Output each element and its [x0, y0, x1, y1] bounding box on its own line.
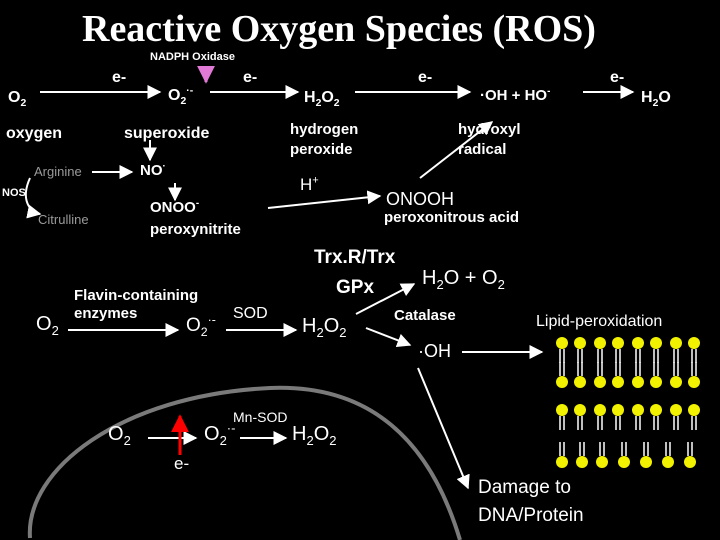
- lipid-head: [594, 376, 606, 388]
- formula-water-oxygen: H2O + O2: [422, 267, 505, 292]
- label-damage-dna-protein: Damage to: [478, 477, 571, 498]
- formula-superoxide: O2·-: [168, 85, 194, 108]
- arrow-onooh-oh: [419, 121, 494, 179]
- arrow-oh-dna: [417, 367, 470, 490]
- lipid-head: [688, 337, 700, 349]
- label-flavin-enzymes: enzymes: [74, 305, 138, 322]
- formula-oh-radical-cytosol: ·OH: [418, 341, 451, 361]
- lipid-head: [640, 456, 652, 468]
- formula-no: NO·: [140, 161, 166, 179]
- lipid-head: [574, 376, 586, 388]
- label-mn-sod: Mn-SOD: [233, 409, 288, 425]
- formula-h2o2-cytosol: H2O2: [302, 315, 347, 340]
- formula-superoxide-cytosol: O2·-: [186, 312, 216, 339]
- lipid-head: [650, 376, 662, 388]
- lipid-head: [612, 376, 624, 388]
- formula-o2: O2: [8, 89, 27, 110]
- lipid-head: [632, 404, 644, 416]
- lipid-bilayer: [556, 337, 700, 468]
- label-hydrogen-peroxide: peroxide: [290, 141, 353, 158]
- lipid-head: [556, 404, 568, 416]
- formula-onoo: ONOO-: [150, 198, 200, 216]
- page-title: Reactive Oxygen Species (ROS): [82, 8, 596, 50]
- lipid-head: [556, 337, 568, 349]
- formula-onooh: ONOOH: [386, 189, 455, 209]
- lipid-head: [650, 404, 662, 416]
- lipid-head: [596, 456, 608, 468]
- lipid-head: [576, 456, 588, 468]
- lipid-head: [612, 337, 624, 349]
- lipid-head: [574, 404, 586, 416]
- label-hydroxyl-radical: radical: [458, 141, 507, 158]
- lipid-head: [632, 376, 644, 388]
- formula-o2-mito: O2: [108, 423, 131, 448]
- electron-label: e-: [243, 69, 258, 86]
- electron-label-mito: e-: [174, 454, 190, 473]
- label-lipid-peroxidation: Lipid-peroxidation: [536, 313, 663, 330]
- arrow-h2o2-oh-catalase: [365, 327, 412, 347]
- label-nos: NOS: [2, 187, 26, 199]
- formula-h-plus: H+: [300, 174, 319, 194]
- lipid-head: [556, 456, 568, 468]
- formula-oh-radical: ·OH + HO-: [480, 86, 551, 104]
- formula-h2o2-mito: H2O2: [292, 423, 337, 448]
- formula-superoxide-mito: O2·-: [204, 420, 236, 448]
- label-citrulline: Citrulline: [38, 212, 89, 227]
- electron-label: e-: [112, 69, 127, 86]
- label-gpx: GPx: [336, 277, 375, 298]
- arrow-nos-citrulline: [24, 177, 42, 219]
- label-oxygen: oxygen: [6, 125, 63, 142]
- mitochondrion-outline: [27, 385, 462, 540]
- formula-h2o2: H2O2: [304, 89, 340, 110]
- formula-o2-cytosol: O2: [36, 313, 59, 338]
- lipid-head: [594, 337, 606, 349]
- label-hydroxyl-radical: hydroxyl: [458, 121, 521, 138]
- label-sod: SOD: [233, 305, 268, 322]
- lipid-head: [684, 456, 696, 468]
- lipid-head: [662, 456, 674, 468]
- arrow-h2o2-water: [355, 283, 416, 315]
- nadph-oxidase-label: NADPH Oxidase: [150, 51, 235, 63]
- label-arginine: Arginine: [34, 164, 82, 179]
- electron-label: e-: [418, 69, 433, 86]
- lipid-head: [618, 456, 630, 468]
- label-catalase: Catalase: [394, 307, 456, 324]
- label-damage-dna-protein: DNA/Protein: [478, 505, 584, 526]
- label-superoxide: superoxide: [124, 125, 210, 142]
- label-peroxonitrous-acid: peroxonitrous acid: [384, 209, 520, 226]
- label-peroxynitrite: peroxynitrite: [150, 221, 241, 238]
- lipid-head: [574, 337, 586, 349]
- lipid-head: [688, 404, 700, 416]
- arrow-onoo-onooh: [267, 190, 382, 209]
- lipid-head: [670, 404, 682, 416]
- lipid-head: [612, 404, 624, 416]
- label-flavin-enzymes: Flavin-containing: [74, 287, 199, 304]
- lipid-head: [650, 337, 662, 349]
- label-trxr-trx: Trx.R/Trx: [314, 247, 396, 268]
- lipid-head: [556, 376, 568, 388]
- lipid-head: [594, 404, 606, 416]
- formula-h2o: H2O: [641, 89, 671, 110]
- lipid-head: [632, 337, 644, 349]
- lipid-head: [670, 376, 682, 388]
- lipid-head: [688, 376, 700, 388]
- lipid-head: [670, 337, 682, 349]
- electron-label: e-: [610, 69, 625, 86]
- label-hydrogen-peroxide: hydrogen: [290, 121, 359, 138]
